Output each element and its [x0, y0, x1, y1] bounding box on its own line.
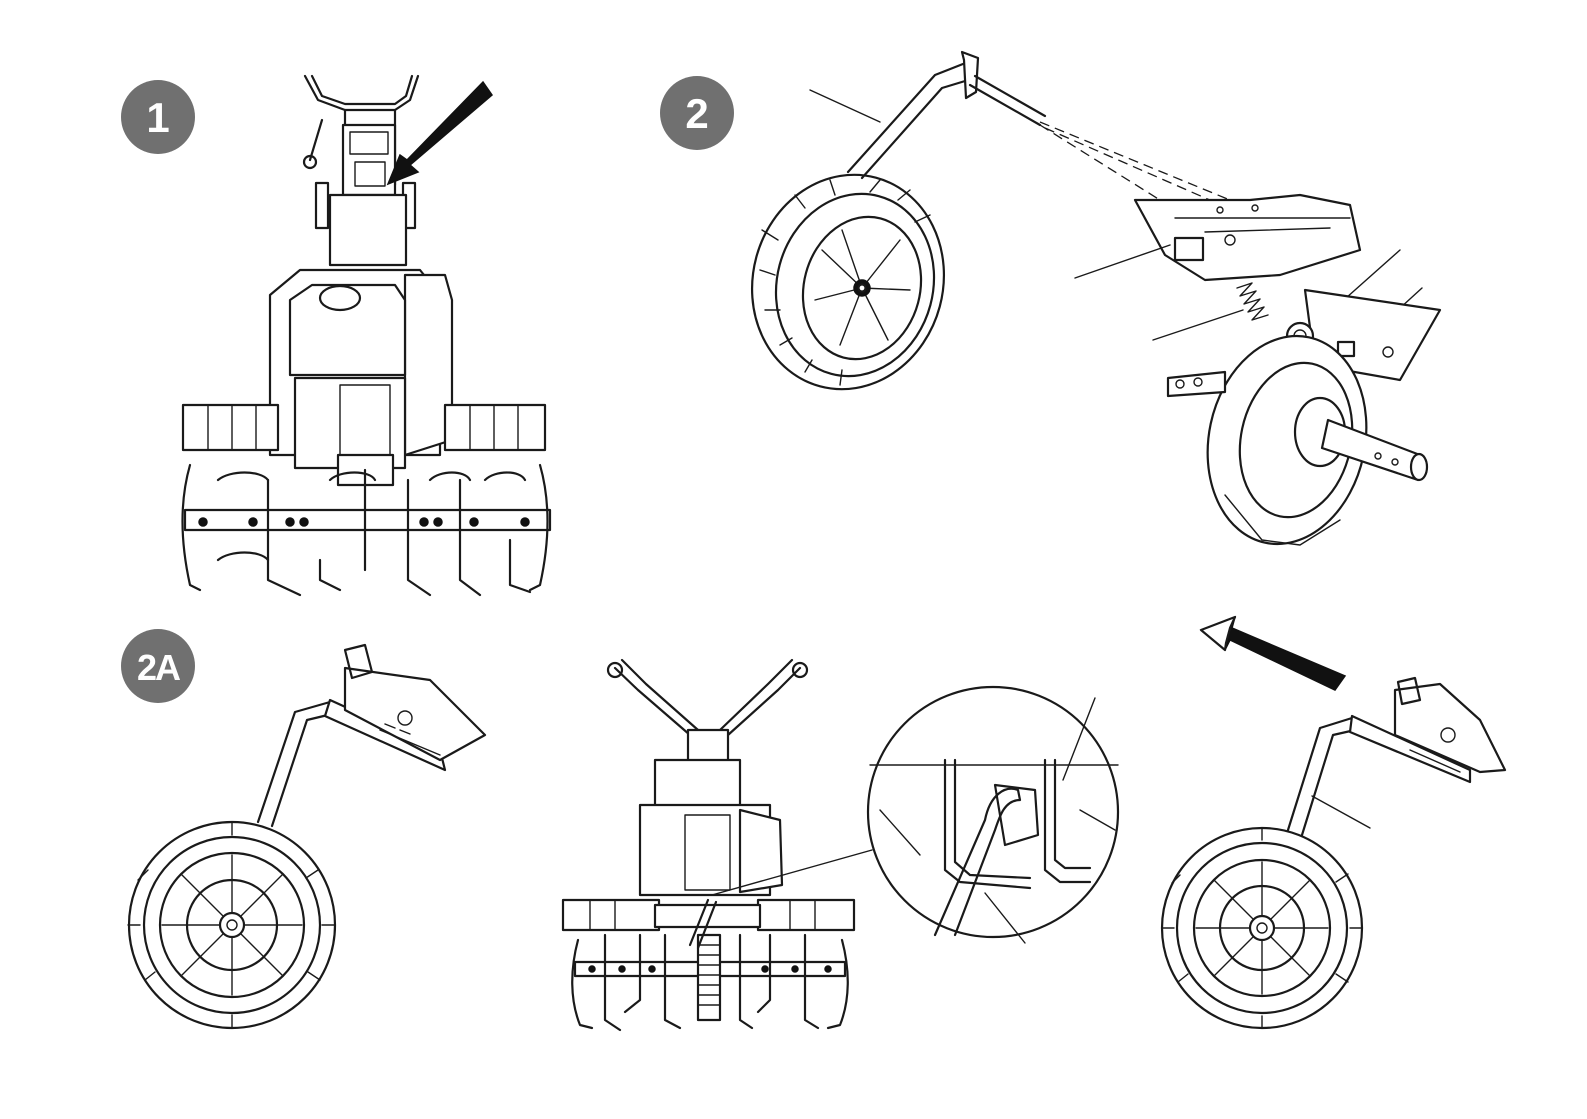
tiller-front-view — [183, 76, 551, 595]
step-badge-1: 1 — [121, 80, 195, 154]
step-badge-2a-label: 2A — [137, 647, 181, 688]
wheel-exploded-view — [728, 52, 1440, 559]
magnified-detail-view — [868, 687, 1118, 943]
step-badge-1-label: 1 — [146, 94, 169, 141]
tiller-front-view-small — [563, 660, 872, 1030]
spring-part — [1237, 283, 1268, 320]
step-badge-2-label: 2 — [685, 90, 708, 137]
step-badge-2a: 2A — [121, 629, 195, 703]
wheel-side-view-right — [1162, 678, 1505, 1028]
wheel-side-view-left — [128, 645, 485, 1028]
step-badge-2: 2 — [660, 76, 734, 150]
